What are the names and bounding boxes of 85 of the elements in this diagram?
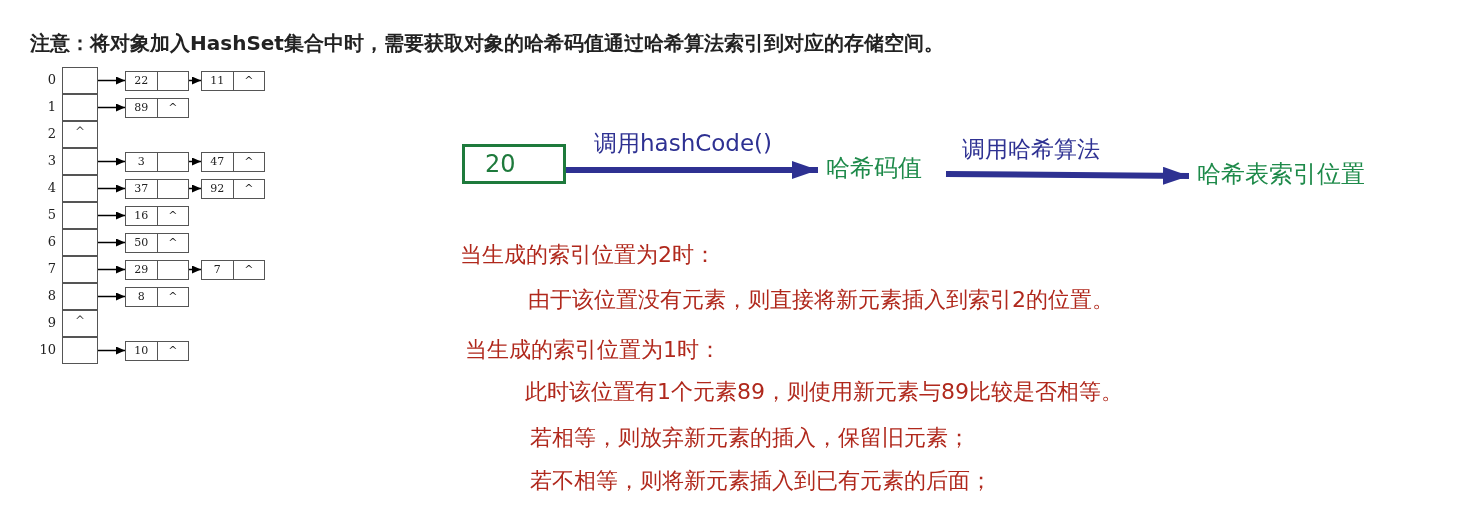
index-number: 3 xyxy=(46,153,56,168)
arrow xyxy=(188,76,202,85)
arrow xyxy=(188,184,202,193)
null-pointer: ^ xyxy=(232,260,264,279)
null-pointer: ^ xyxy=(73,314,87,328)
list-node xyxy=(201,70,265,91)
arrow xyxy=(97,346,126,355)
node-value: 29 xyxy=(133,261,150,278)
list-node xyxy=(201,178,265,199)
array-cell xyxy=(62,175,98,202)
arrow xyxy=(97,157,126,166)
list-node xyxy=(125,151,189,172)
index-number: 1 xyxy=(46,99,56,114)
list-node xyxy=(125,97,189,118)
null-pointer: ^ xyxy=(232,152,264,171)
heading: 注意：将对象加入HashSet集合中时，需要获取对象的哈希码值通过哈希算法索引到对应的存储空间。 xyxy=(30,30,944,57)
list-node xyxy=(201,151,265,172)
arrow xyxy=(188,265,202,274)
arrow xyxy=(566,161,818,179)
array-cell xyxy=(62,256,98,283)
null-pointer: ^ xyxy=(156,233,188,252)
index-number: 0 xyxy=(46,72,56,87)
arrow xyxy=(97,265,126,274)
array-cell xyxy=(62,283,98,310)
arrow xyxy=(945,166,1190,185)
list-node xyxy=(125,286,189,307)
list-node xyxy=(125,178,189,199)
array-cell xyxy=(62,310,98,337)
null-pointer: ^ xyxy=(232,179,264,198)
note-text: 若不相等，则将新元素插入到已有元素的后面； xyxy=(530,467,992,495)
node-value: 10 xyxy=(133,342,150,359)
index-number: 2 xyxy=(46,126,56,141)
note-text: 此时该位置有1个元素89，则使用新元素与89比较是否相等。 xyxy=(525,378,1123,406)
node-value: 3 xyxy=(136,153,146,170)
array-cell xyxy=(62,67,98,94)
list-node xyxy=(201,259,265,280)
arrow xyxy=(97,238,126,247)
index-number: 5 xyxy=(46,207,56,222)
null-pointer: ^ xyxy=(156,206,188,225)
null-pointer: ^ xyxy=(156,98,188,117)
index-number: 7 xyxy=(46,261,56,276)
array-cell xyxy=(62,202,98,229)
arrow xyxy=(97,103,126,112)
list-node xyxy=(125,259,189,280)
object-value: 20 xyxy=(484,149,517,180)
index-number: 6 xyxy=(46,234,56,249)
null-pointer: ^ xyxy=(156,341,188,360)
null-pointer: ^ xyxy=(156,287,188,306)
index-number: 10 xyxy=(38,342,56,357)
node-value: 37 xyxy=(133,180,150,197)
note-text: 若相等，则放弃新元素的插入，保留旧元素； xyxy=(530,424,970,452)
index-number: 4 xyxy=(46,180,56,195)
list-node xyxy=(125,70,189,91)
node-value: 89 xyxy=(133,99,150,116)
index-number: 8 xyxy=(46,288,56,303)
note-text: 由于该位置没有元素，则直接将新元素插入到索引2的位置。 xyxy=(528,286,1114,314)
arrow xyxy=(188,157,202,166)
node-value: 50 xyxy=(133,234,150,251)
node-value: 22 xyxy=(133,72,150,89)
note-text: 当生成的索引位置为1时： xyxy=(465,336,721,364)
arrow xyxy=(97,184,126,193)
node-value: 7 xyxy=(212,261,222,278)
arrow xyxy=(97,211,126,220)
array-cell xyxy=(62,229,98,256)
null-pointer: ^ xyxy=(232,71,264,90)
step-text: 哈希码值 xyxy=(826,154,922,182)
arrow xyxy=(97,292,126,301)
node-value: 47 xyxy=(209,153,226,170)
null-pointer: ^ xyxy=(73,125,87,139)
note-text: 当生成的索引位置为2时： xyxy=(460,241,716,269)
array-cell xyxy=(62,148,98,175)
value-box xyxy=(462,144,566,184)
step-text: 哈希表索引位置 xyxy=(1197,160,1365,188)
node-value: 11 xyxy=(209,72,226,89)
array-cell xyxy=(62,337,98,364)
node-value: 8 xyxy=(136,288,146,305)
arrow xyxy=(97,76,126,85)
node-value: 92 xyxy=(209,180,226,197)
list-node xyxy=(125,205,189,226)
index-number: 9 xyxy=(46,315,56,330)
array-cell xyxy=(62,94,98,121)
list-node xyxy=(125,232,189,253)
array-cell xyxy=(62,121,98,148)
node-value: 16 xyxy=(133,207,150,224)
list-node xyxy=(125,340,189,361)
